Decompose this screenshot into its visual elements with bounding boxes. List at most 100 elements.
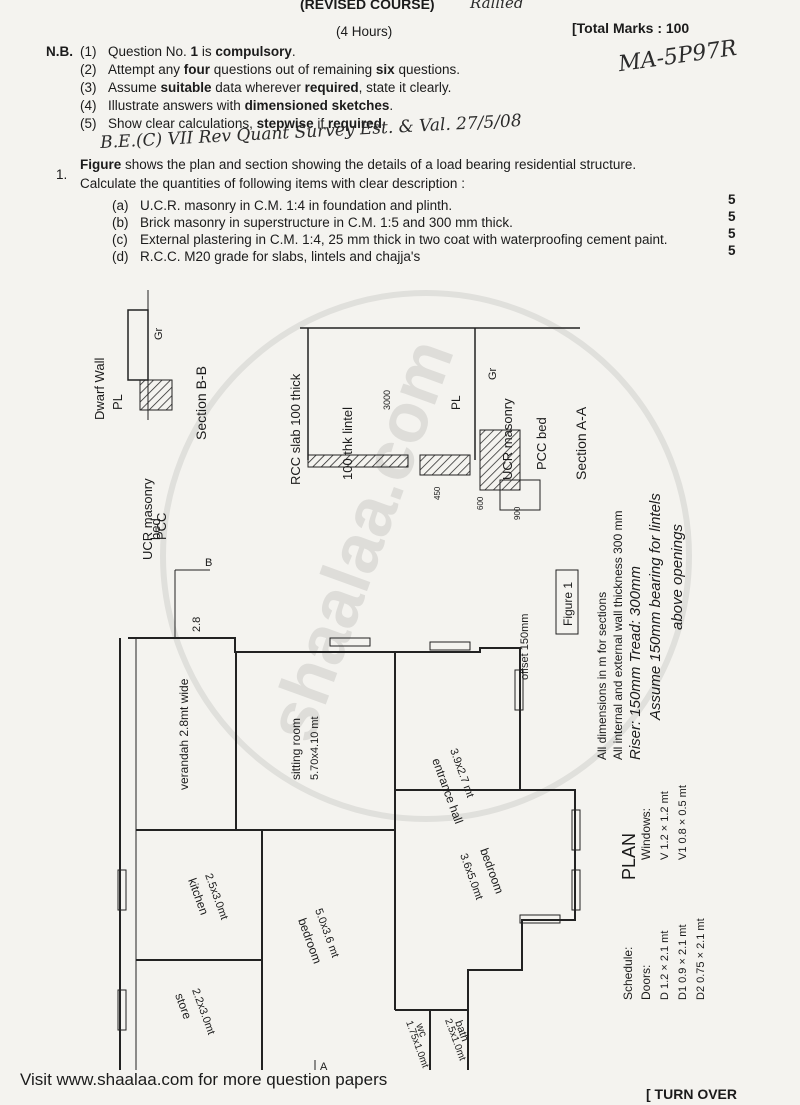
nb-item-text: compulsory [215,44,292,59]
question-number: 1. [56,167,68,182]
question-figure-word: Figure [80,157,122,172]
plan-window-4 [571,809,581,851]
exam-duration: (4 Hours) [336,24,393,39]
note-hand-2: Assume 150mm bearing for lintels [647,493,664,721]
nb-item-text: . [389,98,394,113]
nb-item-text: 1 [190,44,199,59]
plan-outer-wall [119,637,576,1070]
nb-item-text: Show clear calculations, [108,116,257,131]
nb-item-text: Illustrate answers with [108,98,245,113]
aa-dim-main: 3000 [382,390,392,410]
schedule-window-2: V1 0.8 × 0.5 mt [677,785,689,860]
handwritten-top: Rallied [470,0,524,12]
plan-offset: offset 150mm [519,614,531,680]
note-line-1: All dimensions in m for sections [595,592,609,760]
aa-rcc-slab: RCC slab 100 thick [288,373,303,485]
bb-wall [127,309,149,381]
nb-item-text: questions out of remaining [210,62,376,77]
handwritten-code: MA-5P97R [616,35,739,78]
question-item-marks: 5 [728,192,736,207]
aa-dim-450: 450 [433,486,442,500]
nb-item-number: (5) [80,116,97,131]
nb-item-text: stepwise [256,116,314,131]
nb-item-text: four [183,62,211,77]
nb-item-text: dimensioned sketches [244,98,390,113]
plan-window-5 [571,869,581,911]
nb-item: (4) Illustrate answers with dimensioned s… [80,98,393,113]
nb-item-text: required [327,116,382,131]
nb-item: (5)Show clear calculations, stepwise if … [80,116,386,131]
bb-bed: bed [148,518,163,540]
aa-pcc-bed [499,479,541,511]
room-sitting: sitting room [289,718,303,780]
nb-item-number: (1) [80,44,97,59]
nb-item-text: if [313,116,328,131]
nb-item: (1)Question No. 1 is compulsory. [80,44,296,59]
aa-lintel [307,454,409,468]
bb-title: Section B-B [193,366,209,440]
nb-item-text: is [198,44,216,59]
plan-title: PLAN [619,833,639,880]
question-item-text: Brick masonry in superstructure in C.M. … [140,215,513,230]
schedule-door-1: D 1.2 × 2.1 mt [659,931,671,1000]
nb-item-text: data wherever [211,80,305,95]
nb-item-text: . [291,44,296,59]
total-marks: [Total Marks : 100 [572,20,690,36]
nb-item-text: six [375,62,395,77]
plan-dim-28: 2.8 [191,617,203,632]
question-item-marks: 5 [728,226,736,241]
nb-item-text: , state it clearly. [358,80,452,95]
bb-pl: PL [110,394,125,410]
figure-box [555,569,579,635]
course-label: (REVISED COURSE) [300,0,435,12]
cut-a-label: A [320,1061,328,1070]
turn-over: [ TURN OVER [646,1086,737,1102]
question-item-label: (b) [112,215,129,230]
room-wc: wc [413,1021,429,1039]
nb-item-number: (2) [80,62,97,77]
schedule-door-3: D2 0.75 × 2.1 mt [695,918,707,1000]
plan-window-3 [514,669,524,711]
plan-window-1 [329,637,371,647]
question-item-marks: 5 [728,243,736,258]
room-sitting-size: 5.70x4.10 mt [309,716,321,780]
nb-item-text: . [381,116,386,131]
aa-plinth [419,454,471,476]
cut-b-label: B [205,557,212,569]
plan-window-2 [429,641,471,651]
aa-lintel-label: 100 thk lintel [340,407,355,480]
schedule-window-1: V 1.2 × 1.2 mt [659,791,671,860]
plan-window-6 [519,914,561,924]
nb-item-text: required [304,80,359,95]
nb-label: N.B. [46,44,73,59]
note-hand-1: Riser: 150mm Tread: 300mm [627,566,644,760]
nb-item-text: questions. [394,62,460,77]
schedule-door-2: D1 0.9 × 2.1 mt [677,924,689,1000]
figure-label: Figure 1 [561,582,575,626]
figure-drawing: Dwarf Wall PL Gr bed UCR masonry PCC Sec… [92,290,707,1070]
question-item-label: (a) [112,198,129,213]
aa-dim-900: 900 [513,506,522,520]
bb-gr: Gr [153,327,165,340]
aa-ucr: UCR masonry [500,398,515,480]
aa-pcc-bed-label: PCC bed [534,417,549,470]
nb-item: (3)Assume suitable data wherever require… [80,80,451,95]
question-item-label: (d) [112,249,129,264]
nb-item-number: (4) [80,98,97,113]
room-verandah: verandah 2.8mt wide [177,678,191,790]
schedule: Schedule: Doors: D 1.2 × 2.1 mt D1 0.9 ×… [621,785,707,1000]
bb-pcc: PCC [154,513,169,540]
notes: All dimensions in m for sections All int… [595,493,686,760]
note-line-2: All internal and external wall thickness… [611,511,625,760]
question-item-text: External plastering in C.M. 1:4, 25 mm t… [140,232,668,247]
question-item-marks: 5 [728,209,736,224]
nb-item-text: Attempt any [108,62,184,77]
aa-title: Section A-A [573,406,589,480]
note-hand-3: above openings [669,524,686,630]
nb-item: (2) Attempt any four questions out of rem… [80,62,460,77]
question-line-1-text: shows the plan and section showing the d… [121,157,637,172]
footer-visit: Visit www.shaalaa.com for more question … [20,1070,388,1089]
question-line-2: Calculate the quantities of following it… [80,176,465,191]
plan-window-8 [117,989,127,1031]
plan: B A 2.8 verandah 2.8mt wide sitting room… [117,557,639,1070]
